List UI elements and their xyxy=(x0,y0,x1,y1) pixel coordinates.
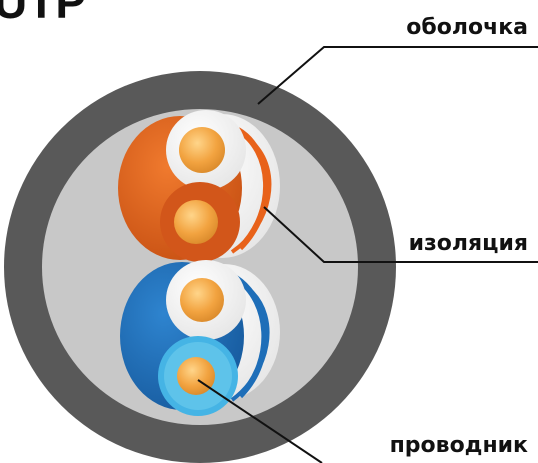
leader-conductor xyxy=(197,379,323,463)
label-sheath: оболочка xyxy=(406,15,528,40)
label-insulation: изоляция xyxy=(409,231,528,256)
blue-stripe-2 xyxy=(230,288,270,402)
blue-twisted-pair xyxy=(120,260,280,416)
copper-core-orange xyxy=(174,200,218,244)
copper-core-white-blue xyxy=(180,278,224,322)
copper-core-lightblue xyxy=(177,357,215,395)
leader-insulation xyxy=(263,206,538,263)
copper-core-top xyxy=(179,127,225,173)
label-conductor: проводник xyxy=(390,433,528,458)
orange-twisted-pair xyxy=(118,110,280,262)
orange-stripe-2 xyxy=(230,140,272,254)
leader-sheath xyxy=(257,46,538,105)
diagram-title-partial: UTP xyxy=(0,0,86,28)
